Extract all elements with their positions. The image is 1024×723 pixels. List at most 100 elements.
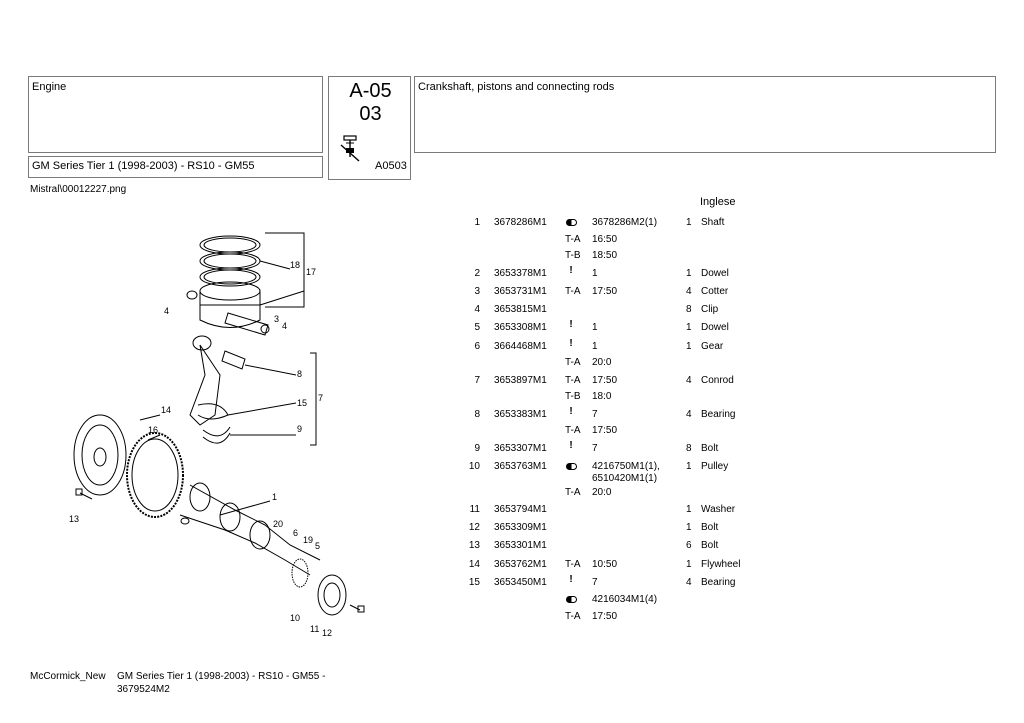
parts-pos-cell: 7	[474, 375, 480, 386]
diagram-label-17: 17	[306, 267, 316, 277]
section-header-box: Engine	[28, 76, 323, 153]
diagram-label-8: 8	[297, 369, 302, 379]
series-title: GM Series Tier 1 (1998-2003) - RS10 - GM…	[32, 160, 255, 172]
parts-ref-cell: 17:50	[592, 286, 618, 297]
parts-ref-cell: 4216750M1(1), 6510420M1(1)	[592, 461, 660, 484]
parts-qty-cell: 1	[686, 522, 692, 533]
parts-qty-cell: 1	[686, 217, 692, 228]
parts-qty-cell: 6	[686, 540, 692, 551]
parts-tag-cell: T-A	[565, 357, 581, 368]
parts-desc-cell: Dowel	[701, 268, 729, 279]
parts-ref-cell: 18:0	[592, 391, 612, 402]
parts-pos-cell: 6	[474, 341, 480, 352]
parts-desc-cell: Washer	[701, 504, 736, 515]
diagram-label-13: 13	[69, 514, 79, 524]
parts-desc-cell: Dowel	[701, 322, 729, 333]
important-note-icon: !	[569, 440, 573, 451]
interchange-icon	[566, 596, 577, 603]
diagram-label-14: 14	[161, 405, 171, 415]
parts-ref-cell: 10:50	[592, 559, 618, 570]
parts-qty-cell: 1	[686, 322, 692, 333]
parts-desc-cell: Bolt	[701, 540, 719, 551]
parts-tag-cell: T-A	[565, 487, 581, 498]
parts-desc-cell: Bearing	[701, 409, 736, 420]
parts-tag-cell: T-A	[565, 559, 581, 570]
parts-desc-cell: Flywheel	[701, 559, 741, 570]
parts-pos-cell: 9	[474, 443, 480, 454]
parts-pos-cell: 3	[474, 286, 480, 297]
parts-desc-cell: Bolt	[701, 443, 719, 454]
parts-part-cell: 3653450M1	[494, 577, 547, 588]
parts-pos-cell: 2	[474, 268, 480, 279]
parts-tag-cell: T-A	[565, 286, 581, 297]
parts-ref-cell: 3678286M2(1)	[592, 217, 658, 228]
parts-ref-cell: 17:50	[592, 375, 618, 386]
diagram-label-6: 6	[293, 528, 298, 538]
group-code-small: A0503	[375, 160, 407, 172]
interchange-icon	[566, 463, 577, 470]
parts-qty-cell: 8	[686, 443, 692, 454]
parts-ref-cell: 16:50	[592, 234, 618, 245]
parts-qty-cell: 8	[686, 304, 692, 315]
image-filename: Mistral\00012227.png	[30, 184, 127, 195]
parts-qty-cell: 1	[686, 341, 692, 352]
important-note-icon: !	[569, 338, 573, 349]
diagram-label-5: 5	[315, 541, 320, 551]
diagram-label-3: 3	[274, 314, 279, 324]
parts-qty-cell: 1	[686, 559, 692, 570]
parts-ref-cell: 1	[592, 268, 598, 279]
parts-pos-cell: 13	[468, 540, 480, 551]
footer-document-ref: GM Series Tier 1 (1998-2003) - RS10 - GM…	[117, 671, 326, 695]
parts-qty-cell: 4	[686, 286, 692, 297]
engine-part-icon	[340, 135, 360, 162]
parts-qty-cell: 1	[686, 504, 692, 515]
group-code-line1: A-05	[349, 80, 392, 102]
diagram-label-4a: 4	[164, 306, 169, 316]
parts-pos-cell: 14	[468, 559, 480, 570]
important-note-icon: !	[569, 574, 573, 585]
parts-part-cell: 3653378M1	[494, 268, 547, 279]
parts-part-cell: 3653383M1	[494, 409, 547, 420]
parts-desc-cell: Conrod	[701, 375, 734, 386]
important-note-icon: !	[569, 319, 573, 330]
parts-ref-cell: 17:50	[592, 611, 618, 622]
page-title-box: Crankshaft, pistons and connecting rods	[414, 76, 996, 153]
section-title: Engine	[32, 81, 67, 93]
series-header-box: GM Series Tier 1 (1998-2003) - RS10 - GM…	[28, 156, 323, 178]
parts-pos-cell: 15	[468, 577, 480, 588]
parts-part-cell: 3664468M1	[494, 341, 547, 352]
parts-part-cell: 3653815M1	[494, 304, 547, 315]
parts-ref-cell: 7	[592, 409, 598, 420]
parts-part-cell: 3653301M1	[494, 540, 547, 551]
important-note-icon: !	[569, 406, 573, 417]
interchange-icon	[566, 219, 577, 226]
parts-ref-cell: 17:50	[592, 425, 618, 436]
parts-ref-cell: 18:50	[592, 250, 618, 261]
parts-qty-cell: 1	[686, 268, 692, 279]
parts-tag-cell: T-A	[565, 425, 581, 436]
parts-pos-cell: 12	[468, 522, 480, 533]
parts-ref-cell: 7	[592, 577, 598, 588]
diagram-label-10: 10	[290, 613, 300, 623]
group-code: A-05 03	[329, 80, 412, 126]
parts-part-cell: 3653897M1	[494, 375, 547, 386]
important-note-icon: !	[569, 265, 573, 276]
parts-qty-cell: 4	[686, 375, 692, 386]
parts-part-cell: 3653731M1	[494, 286, 547, 297]
parts-tag-cell: T-A	[565, 234, 581, 245]
diagram-label-18: 18	[290, 260, 300, 270]
parts-part-cell: 3653308M1	[494, 322, 547, 333]
parts-desc-cell: Gear	[701, 341, 724, 352]
diagram-label-7: 7	[318, 393, 323, 403]
diagram-label-15: 15	[297, 398, 307, 408]
group-code-line2: 03	[359, 103, 382, 125]
diagram-label-11: 11	[310, 624, 319, 634]
parts-tag-cell: T-B	[565, 250, 581, 261]
parts-qty-cell: 4	[686, 409, 692, 420]
diagram-label-1: 1	[272, 492, 277, 502]
parts-part-cell: 3653762M1	[494, 559, 547, 570]
parts-pos-cell: 8	[474, 409, 480, 420]
parts-ref-cell: 4216034M1(4)	[592, 594, 658, 605]
diagram-label-16: 16	[148, 425, 158, 435]
exploded-diagram: 18 17 4 3 4 8 15 7 14 16 9 1 13 20 6 19 …	[69, 232, 365, 638]
